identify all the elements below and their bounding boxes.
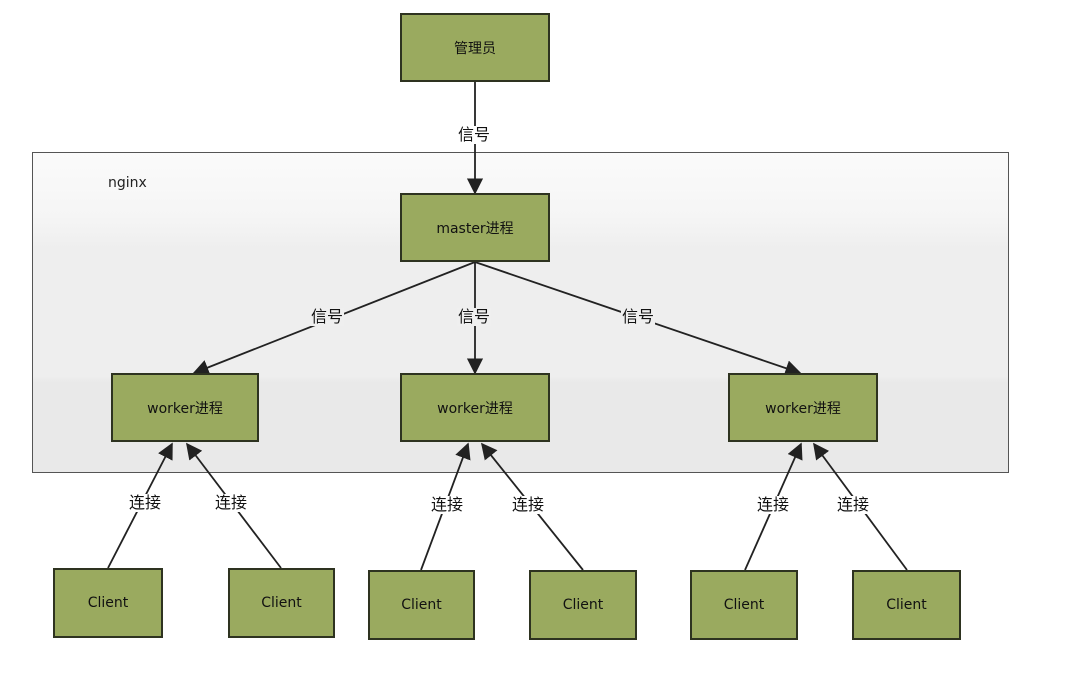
connection-label-6: 连接	[836, 495, 871, 514]
worker-process-node-1: worker进程	[111, 373, 259, 442]
client-node-5: Client	[690, 570, 798, 640]
worker-process-node-2: worker进程	[400, 373, 550, 442]
client-node-2: Client	[228, 568, 335, 638]
signal-label-admin: 信号	[457, 125, 492, 144]
worker-process-node-3: worker进程	[728, 373, 878, 442]
client-node-4: Client	[529, 570, 637, 640]
client-node-3: Client	[368, 570, 475, 640]
signal-label-worker-3: 信号	[621, 307, 656, 326]
client-node-6: Client	[852, 570, 961, 640]
admin-node: 管理员	[400, 13, 550, 82]
connection-label-5: 连接	[756, 495, 791, 514]
connection-label-2: 连接	[214, 493, 249, 512]
master-process-node: master进程	[400, 193, 550, 262]
nginx-container-label: nginx	[108, 175, 147, 191]
signal-label-worker-1: 信号	[310, 307, 345, 326]
connection-label-1: 连接	[128, 493, 163, 512]
client-node-1: Client	[53, 568, 163, 638]
connection-label-4: 连接	[511, 495, 546, 514]
signal-label-worker-2: 信号	[457, 307, 492, 326]
connection-label-3: 连接	[430, 495, 465, 514]
